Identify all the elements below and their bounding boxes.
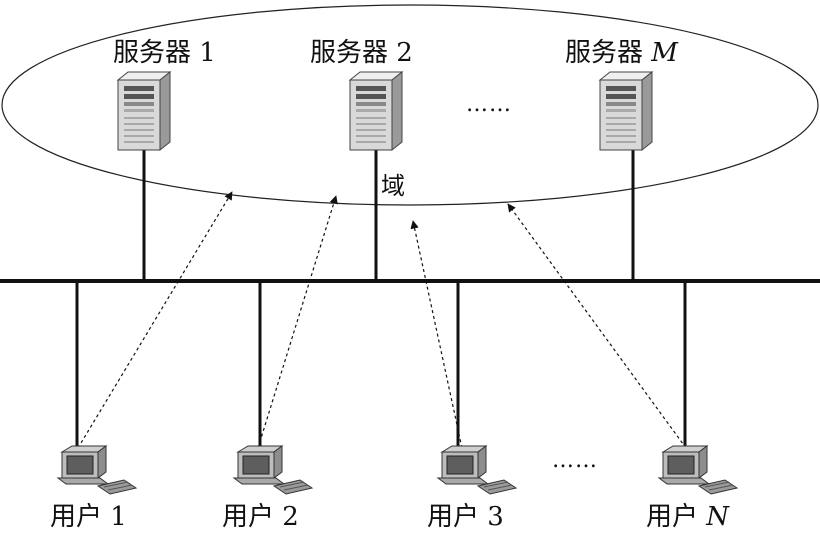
server-2-label: 服务器 2 <box>310 32 413 69</box>
server-ellipsis: …… <box>466 92 512 117</box>
server-m-index: M <box>651 38 678 68</box>
user-n-name: 用户 <box>646 502 699 532</box>
user-2-label: 用户 2 <box>222 496 299 533</box>
user-3-index: 3 <box>487 502 504 532</box>
server-2-icon <box>349 71 403 151</box>
server-m-label: 服务器 M <box>565 32 678 69</box>
user-n-index: N <box>706 502 730 532</box>
server-1-label: 服务器 1 <box>113 32 216 69</box>
server-2-index: 2 <box>396 38 413 68</box>
user-1-index: 1 <box>110 502 127 532</box>
user-1-name: 用户 <box>50 502 103 532</box>
user-2-pc-icon <box>233 445 313 495</box>
server-1-index: 1 <box>199 38 216 68</box>
server-1-name: 服务器 <box>113 38 192 68</box>
user-n-label: 用户 N <box>646 496 729 533</box>
user-3-request-arrow <box>410 220 463 449</box>
user-1-request-arrow <box>77 191 233 449</box>
user-2-name: 用户 <box>222 502 275 532</box>
user-n-request-arrow <box>507 203 687 449</box>
server-m-icon <box>599 71 653 151</box>
user-1-label: 用户 1 <box>50 496 127 533</box>
server-1-icon <box>117 71 171 151</box>
server-2-name: 服务器 <box>310 38 389 68</box>
user-3-label: 用户 3 <box>427 496 504 533</box>
user-3-pc-icon <box>437 445 517 495</box>
user-3-name: 用户 <box>427 502 480 532</box>
user-ellipsis: …… <box>552 448 598 473</box>
user-2-index: 2 <box>282 502 299 532</box>
domain-boundary <box>1 4 819 206</box>
domain-label: 域 <box>381 172 405 200</box>
server-m-name: 服务器 <box>565 38 644 68</box>
user-n-pc-icon <box>658 445 738 495</box>
user-1-pc-icon <box>57 445 137 495</box>
user-2-request-arrow <box>257 195 338 449</box>
